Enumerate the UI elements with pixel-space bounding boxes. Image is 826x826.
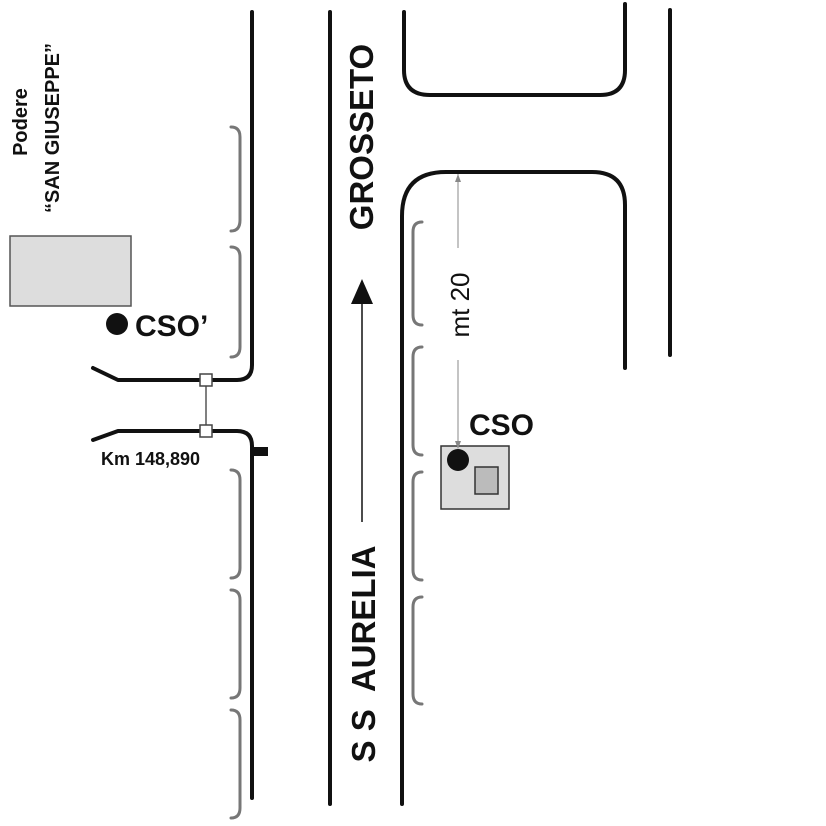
guardrail-east-3 <box>411 470 424 582</box>
farm-label-line1: Podere <box>10 88 32 156</box>
road-edges <box>91 2 672 806</box>
guardrail-east-2 <box>411 345 424 457</box>
distance-arrow-top <box>455 174 461 182</box>
guardrail-west-5 <box>229 708 242 820</box>
cso-dot <box>447 449 469 471</box>
cso-site <box>440 445 510 510</box>
cso-prime-dot <box>106 313 128 335</box>
arrow-head <box>351 279 373 304</box>
distance-dimension <box>455 174 461 449</box>
east-road-edge <box>400 170 627 806</box>
guardrail-west-1 <box>229 125 242 233</box>
km-box-upper <box>199 373 213 387</box>
cso-prime-label: CSO’ <box>135 310 208 343</box>
road-name-north: GROSSETO <box>343 44 380 230</box>
guardrails <box>229 125 424 820</box>
guardrail-west-2 <box>229 245 242 359</box>
distance-label: mt 20 <box>445 272 475 337</box>
cso-site-inner-box <box>474 466 499 495</box>
guardrail-west-4 <box>229 588 242 700</box>
north-block-edge <box>402 2 627 97</box>
arrow-north <box>351 279 373 522</box>
farm-label-line2: “SAN GIUSEPPE” <box>42 43 64 213</box>
road-name-south: S S AURELIA <box>345 546 382 763</box>
km-box-lower <box>199 424 213 438</box>
west-road-edge-upper <box>91 10 254 382</box>
km-label: Km 148,890 <box>101 449 200 469</box>
km-marker <box>199 373 268 456</box>
km-post <box>254 447 268 456</box>
guardrail-east-4 <box>411 595 424 706</box>
guardrail-west-3 <box>229 468 242 580</box>
west-road-edge-lower <box>91 429 254 800</box>
distance-arrow-bottom <box>455 441 461 449</box>
farm-building <box>9 235 132 307</box>
guardrail-east-1 <box>411 220 424 327</box>
cso-label: CSO <box>469 409 534 442</box>
